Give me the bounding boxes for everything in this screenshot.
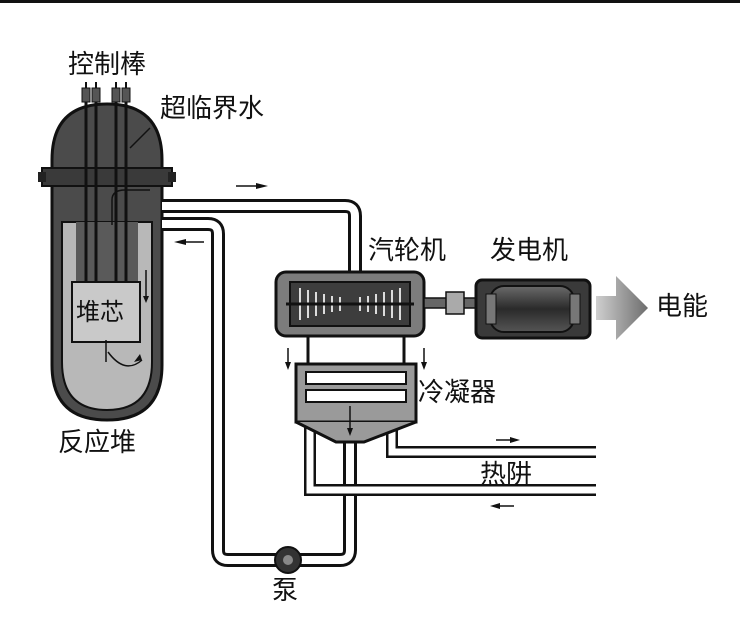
reactor-vessel bbox=[38, 100, 176, 422]
pump-label: 泵 bbox=[272, 576, 299, 606]
electricity-label: 电能 bbox=[656, 292, 709, 322]
generator-label: 发电机 bbox=[490, 236, 569, 266]
pump bbox=[274, 546, 302, 574]
reactor-label: 反应堆 bbox=[58, 428, 137, 458]
control-rods-label: 控制棒 bbox=[68, 50, 147, 80]
heat-sink-label: 热阱 bbox=[480, 460, 533, 490]
supercritical-water-leader bbox=[129, 127, 151, 149]
feedwater-pipe bbox=[162, 217, 357, 567]
supercritical-water-label: 超临界水 bbox=[160, 94, 265, 124]
condenser-body bbox=[285, 334, 427, 444]
electricity-arrow bbox=[596, 276, 648, 340]
turbine-casing bbox=[274, 270, 487, 338]
top-border bbox=[0, 0, 740, 3]
reactor-core-label: 堆芯 bbox=[76, 298, 124, 326]
steam-pipe bbox=[162, 183, 362, 280]
generator bbox=[474, 278, 592, 340]
turbine-label: 汽轮机 bbox=[368, 236, 447, 266]
condenser-label: 冷凝器 bbox=[418, 378, 497, 408]
control-rod-drives bbox=[81, 82, 131, 103]
